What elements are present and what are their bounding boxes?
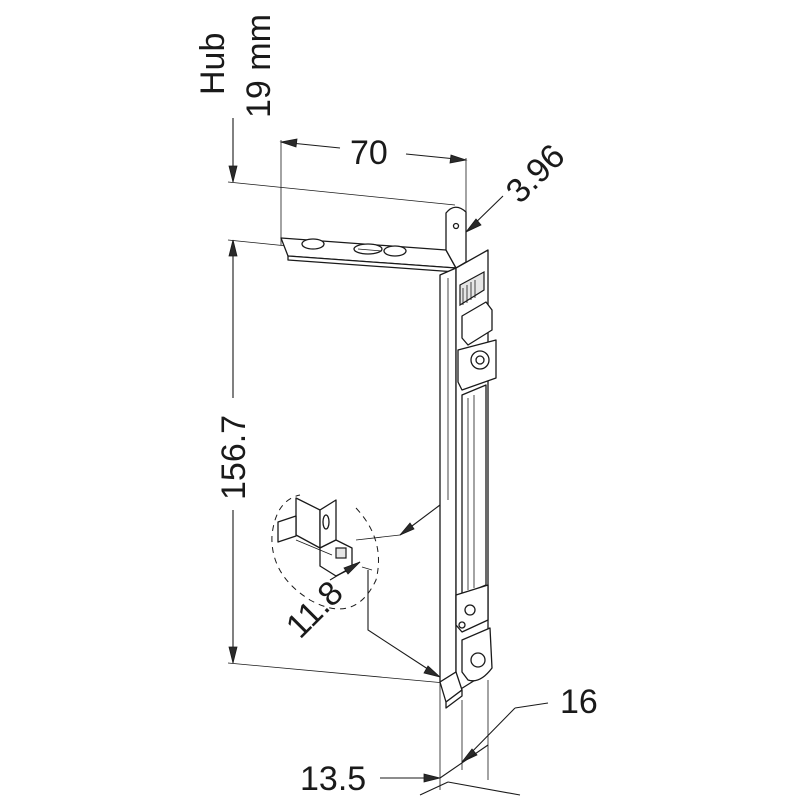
- hub-title-label: Hub: [194, 33, 232, 95]
- width-top-dimension: [279, 138, 468, 245]
- detail-dim-label: 11.8: [279, 574, 351, 646]
- height-label: 156.7: [215, 415, 253, 500]
- height-dimension: [227, 118, 456, 684]
- bracket-body: [439, 249, 497, 709]
- thickness-label: 3.96: [499, 137, 573, 211]
- bracket-top-leg: [280, 237, 457, 273]
- detail-dimension: [329, 504, 441, 678]
- width-top-label: 70: [350, 134, 388, 172]
- width-bottom-right-label: 16: [560, 683, 598, 721]
- hub-value-label: 19 mm: [240, 14, 278, 118]
- bottom-dimensions: [380, 680, 549, 796]
- detail-view: [271, 494, 379, 610]
- width-bottom-left-label: 13.5: [300, 760, 366, 798]
